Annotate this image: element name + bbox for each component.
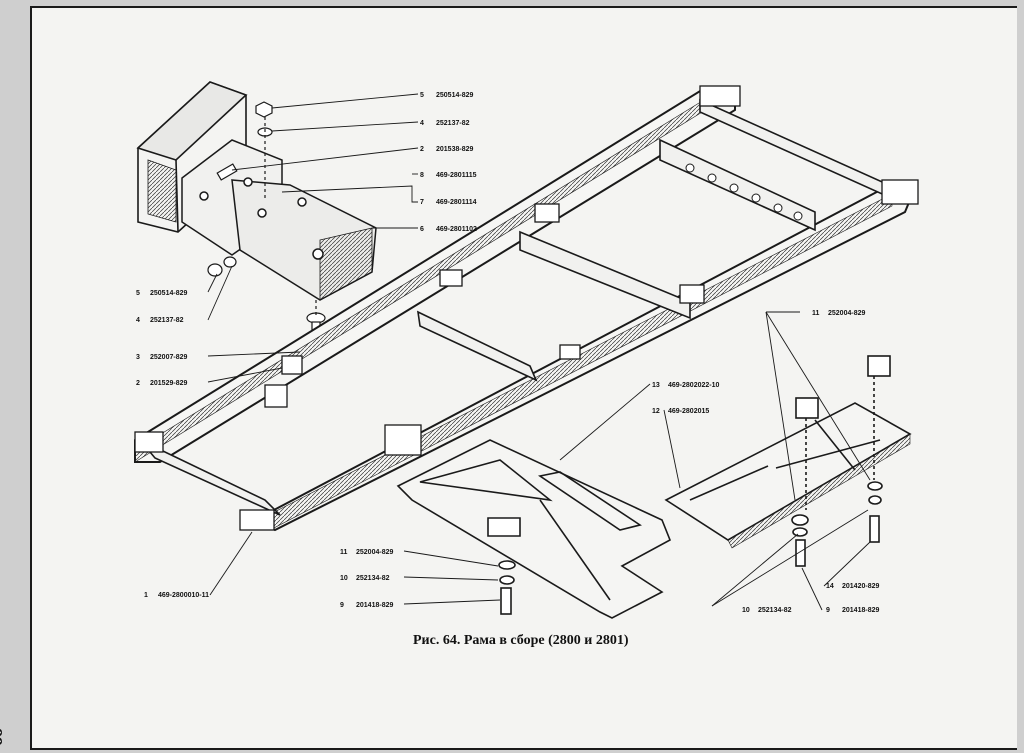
callout-12-num: 12	[652, 408, 660, 415]
callout-10a-num: 10	[340, 575, 348, 582]
callout-3-code: 252007-829	[150, 354, 187, 361]
callout-1-num: 1	[144, 592, 148, 599]
callout-9a-code: 201418-829	[356, 602, 393, 609]
callout-3-num: 3	[136, 354, 140, 361]
callout-9b-code: 201418-829	[842, 607, 879, 614]
bumper-bracket	[181, 139, 377, 301]
callout-9b-num: 9	[826, 607, 830, 614]
skid-plate-13	[396, 439, 672, 619]
callout-14-num: 14	[826, 583, 834, 590]
callout-11b-code: 252004-829	[356, 549, 393, 556]
callout-2b-num: 2	[136, 380, 140, 387]
callout-13-code: 469-2802022-10	[668, 382, 719, 389]
leader-lines	[207, 93, 871, 611]
callout-2-num: 2	[420, 146, 424, 153]
callout-7-code: 469-2801114	[436, 199, 477, 206]
callout-11a-code: 252004-829	[828, 310, 865, 317]
callout-4-code: 252137-82	[436, 120, 470, 127]
skid-plate-12	[664, 355, 912, 567]
callout-4-num: 4	[420, 120, 424, 127]
callout-7-num: 7	[420, 199, 424, 206]
callout-2b-code: 201529-829	[150, 380, 187, 387]
callout-10b-num: 10	[742, 607, 750, 614]
callout-1-code: 469-2800010-11	[158, 592, 209, 599]
callout-5b-num: 5	[136, 290, 140, 297]
callout-4b-code: 252137-82	[150, 317, 184, 324]
callout-2-code: 201538-829	[436, 146, 473, 153]
callout-5-code: 250514-829	[436, 92, 473, 99]
frame-cross-members	[139, 98, 901, 516]
callout-4b-num: 4	[136, 317, 140, 324]
callout-5b-code: 250514-829	[150, 290, 187, 297]
callout-labels: 5 250514-829 4 252137-82 2 201538-829 8 …	[136, 92, 879, 614]
callout-5-num: 5	[420, 92, 424, 99]
callout-12-code: 469-2802015	[668, 408, 709, 415]
callout-14-code: 201420-829	[842, 583, 879, 590]
callout-13-num: 13	[652, 382, 660, 389]
callout-11a-num: 11	[812, 310, 820, 317]
callout-8-num: 8	[420, 172, 424, 179]
figure-caption: Рис. 64. Рама в сборе (2800 и 2801)	[413, 633, 629, 648]
callout-11b-num: 11	[340, 549, 348, 556]
callout-9a-num: 9	[340, 602, 344, 609]
frame-brackets	[134, 85, 919, 531]
callout-10b-code: 252134-82	[758, 607, 792, 614]
callout-6-code: 469-2801102	[436, 226, 477, 233]
callout-6-num: 6	[420, 226, 424, 233]
callout-10a-code: 252134-82	[356, 575, 390, 582]
callout-8-code: 469-2801115	[436, 172, 477, 179]
